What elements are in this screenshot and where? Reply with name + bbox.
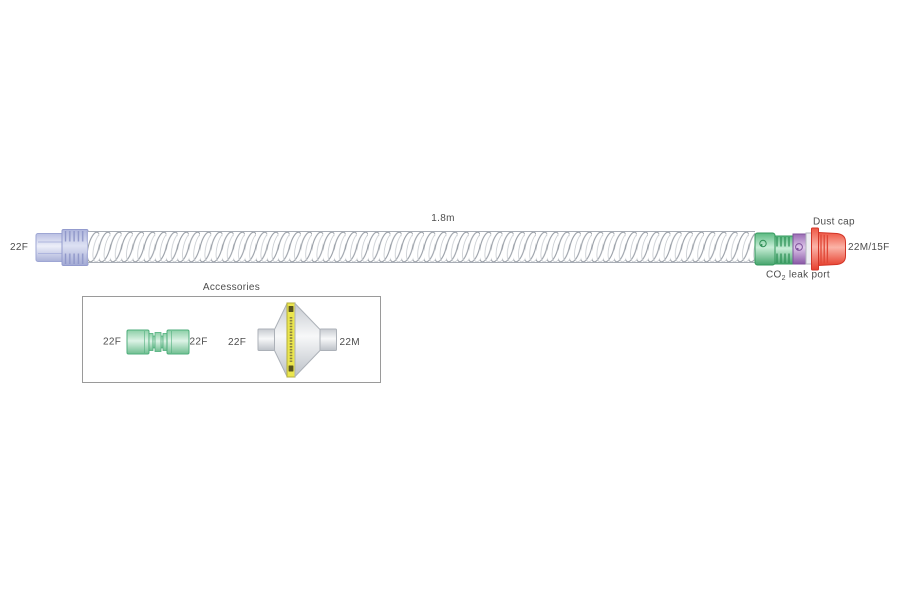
dust-cap-flange	[811, 227, 819, 271]
filter-band-top-mark	[288, 306, 294, 312]
adapter-center-collar	[154, 332, 162, 352]
co2-leak-port-label: CO2 leak port	[766, 270, 830, 283]
straight-adapter: 22F 22F	[103, 329, 208, 355]
tube-length-label: 1.8m	[431, 213, 454, 224]
filter-left-size-label: 22F	[228, 337, 246, 348]
machine-end-size-label: 22F	[10, 242, 28, 253]
machine-end-connector-body	[35, 233, 65, 262]
tube-coil-pattern	[88, 231, 755, 263]
green-connector-ribs-bottom	[776, 253, 792, 263]
filter-left-stub	[257, 328, 275, 351]
patient-end-size-label: 22M/15F	[848, 242, 890, 253]
dust-cap-body	[818, 231, 846, 267]
co2-label-subscript: 2	[782, 275, 786, 282]
main-circuit: 22F 1.8m	[10, 213, 890, 283]
green-connector	[754, 232, 794, 266]
machine-end-connector-detail-lines	[38, 241, 62, 254]
filter-band-bottom-mark	[288, 365, 294, 372]
co2-leak-port-hole-dot	[796, 247, 799, 251]
filter-right-stub	[319, 328, 337, 351]
co2-label-main: CO	[766, 270, 782, 281]
adapter-right-size-label: 22F	[190, 337, 208, 348]
machine-end-collar-ribs-top	[63, 231, 87, 242]
connector-spacer-ring	[805, 232, 812, 265]
hme-filter: 22F 22M	[228, 302, 360, 378]
dust-cap-label: Dust cap	[813, 217, 855, 228]
corrugated-breathing-tube	[88, 231, 755, 263]
adapter-left-cylinder	[126, 329, 150, 355]
green-connector-port-dot	[760, 244, 763, 246]
accessories-title: Accessories	[203, 282, 260, 293]
machine-end-connector	[35, 229, 89, 266]
co2-leak-port-body	[792, 233, 807, 265]
adapter-left-step	[148, 333, 154, 351]
green-connector-cuff	[754, 232, 776, 266]
accessories-section: Accessories 22F 22F 22F 22M	[82, 282, 381, 383]
green-connector-port-ring	[759, 239, 767, 248]
dust-cap	[811, 227, 846, 271]
filter-right-size-label: 22M	[340, 337, 360, 348]
machine-end-collar-ribs-bottom	[63, 253, 87, 264]
adapter-right-cylinder	[166, 329, 190, 355]
co2-leak-port-hole-ring	[795, 243, 803, 251]
dust-cap-grip-stripes	[820, 234, 829, 264]
co2-label-rest: leak port	[786, 270, 830, 281]
co2-leak-port	[792, 233, 807, 265]
adapter-left-size-label: 22F	[103, 337, 121, 348]
green-connector-ribs-top	[776, 237, 792, 247]
adapter-right-step	[162, 333, 168, 351]
